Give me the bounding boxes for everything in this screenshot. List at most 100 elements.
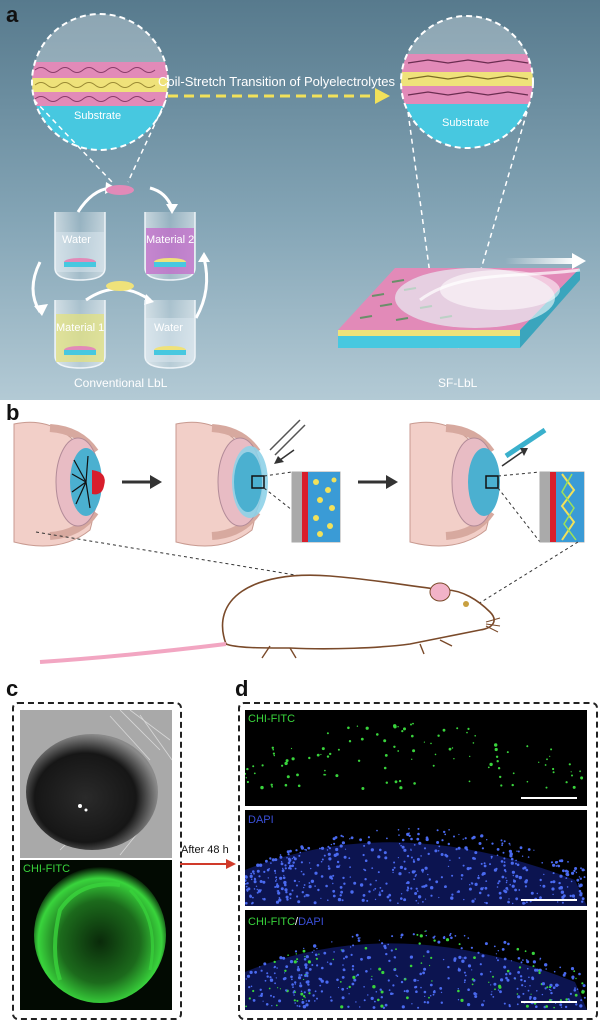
speckle [265, 1003, 269, 1006]
speckle [316, 753, 320, 757]
speckle [326, 849, 329, 851]
speckle [282, 876, 286, 880]
speckle [495, 957, 498, 959]
speckle [301, 998, 304, 1001]
speckle [579, 1004, 583, 1008]
speckle [350, 890, 354, 894]
speckle [573, 869, 576, 873]
speckle [499, 896, 502, 900]
speckle [470, 946, 473, 949]
speckle [544, 963, 548, 967]
speckle [531, 977, 535, 981]
speckle [401, 845, 405, 849]
speckle [318, 977, 321, 980]
speckle [513, 879, 515, 881]
speckle [464, 979, 466, 982]
speckle [275, 876, 278, 879]
speckle [401, 838, 405, 842]
speckle [393, 745, 396, 748]
speckle [529, 985, 531, 987]
speckle [569, 992, 572, 995]
speckle [429, 983, 433, 987]
speckle [267, 877, 269, 879]
speckle [284, 972, 286, 974]
speckle [275, 900, 280, 904]
speckle [428, 996, 430, 999]
panel-letter-c: c [6, 676, 19, 701]
speckle [314, 953, 318, 957]
speckle [524, 880, 528, 884]
speckle [469, 867, 472, 870]
speckle [268, 987, 271, 990]
speckle [442, 728, 446, 732]
speckle [250, 878, 253, 881]
speckle [552, 986, 556, 989]
speckle [535, 1005, 538, 1008]
speckle [479, 963, 482, 966]
speckle [297, 900, 301, 904]
speckle [423, 990, 427, 994]
speckle [301, 1000, 305, 1004]
speckle [467, 964, 472, 968]
speckle [271, 1005, 273, 1007]
speckle [400, 980, 404, 984]
speckle [471, 978, 475, 981]
speckle [299, 851, 302, 854]
speckle [456, 727, 459, 730]
speckle [430, 956, 433, 959]
speckle [269, 857, 272, 860]
speckle [362, 853, 365, 857]
speckle [519, 846, 523, 850]
speckle [571, 774, 573, 777]
speckle [415, 990, 418, 993]
speckle [297, 784, 301, 788]
beaker-label-water-bottom: Water [154, 322, 183, 334]
speckle [455, 848, 458, 851]
panel-c: c CHI-FITC [0, 672, 185, 1021]
speckle [279, 876, 283, 880]
speckle [560, 890, 565, 894]
speckle [462, 864, 465, 867]
speckle [474, 882, 478, 886]
speckle [467, 937, 470, 939]
speckle [415, 887, 418, 890]
speckle [383, 766, 387, 770]
speckle [527, 856, 530, 858]
speckle [512, 874, 514, 877]
speckle [417, 827, 420, 830]
speckle [246, 882, 249, 885]
speckle [389, 899, 392, 902]
speckle [330, 843, 333, 846]
speckle [326, 961, 329, 963]
speckle [340, 949, 343, 951]
speckle [303, 958, 307, 961]
speckle [489, 863, 491, 866]
speckle [366, 899, 369, 902]
speckle [257, 889, 262, 893]
speckle [416, 933, 419, 936]
speckle [436, 829, 439, 832]
speckle [328, 847, 331, 850]
speckle [381, 942, 384, 945]
speckle [289, 849, 292, 853]
speckle [374, 898, 377, 901]
speckle [502, 851, 505, 854]
speckle [343, 855, 347, 859]
speckle [472, 742, 475, 744]
speckle [411, 758, 413, 760]
speckle [426, 1001, 430, 1004]
speckle [320, 897, 322, 899]
speckle [284, 888, 288, 892]
speckle [298, 854, 301, 857]
speckle [299, 982, 302, 984]
speckle [410, 887, 413, 890]
speckle [253, 880, 257, 884]
speckle [393, 866, 396, 869]
speckle [348, 740, 352, 743]
speckle [542, 884, 546, 888]
speckle [294, 950, 298, 953]
panel-c-images [20, 710, 172, 1010]
speckle [507, 942, 510, 946]
speckle [509, 854, 513, 858]
speckle [388, 989, 391, 991]
